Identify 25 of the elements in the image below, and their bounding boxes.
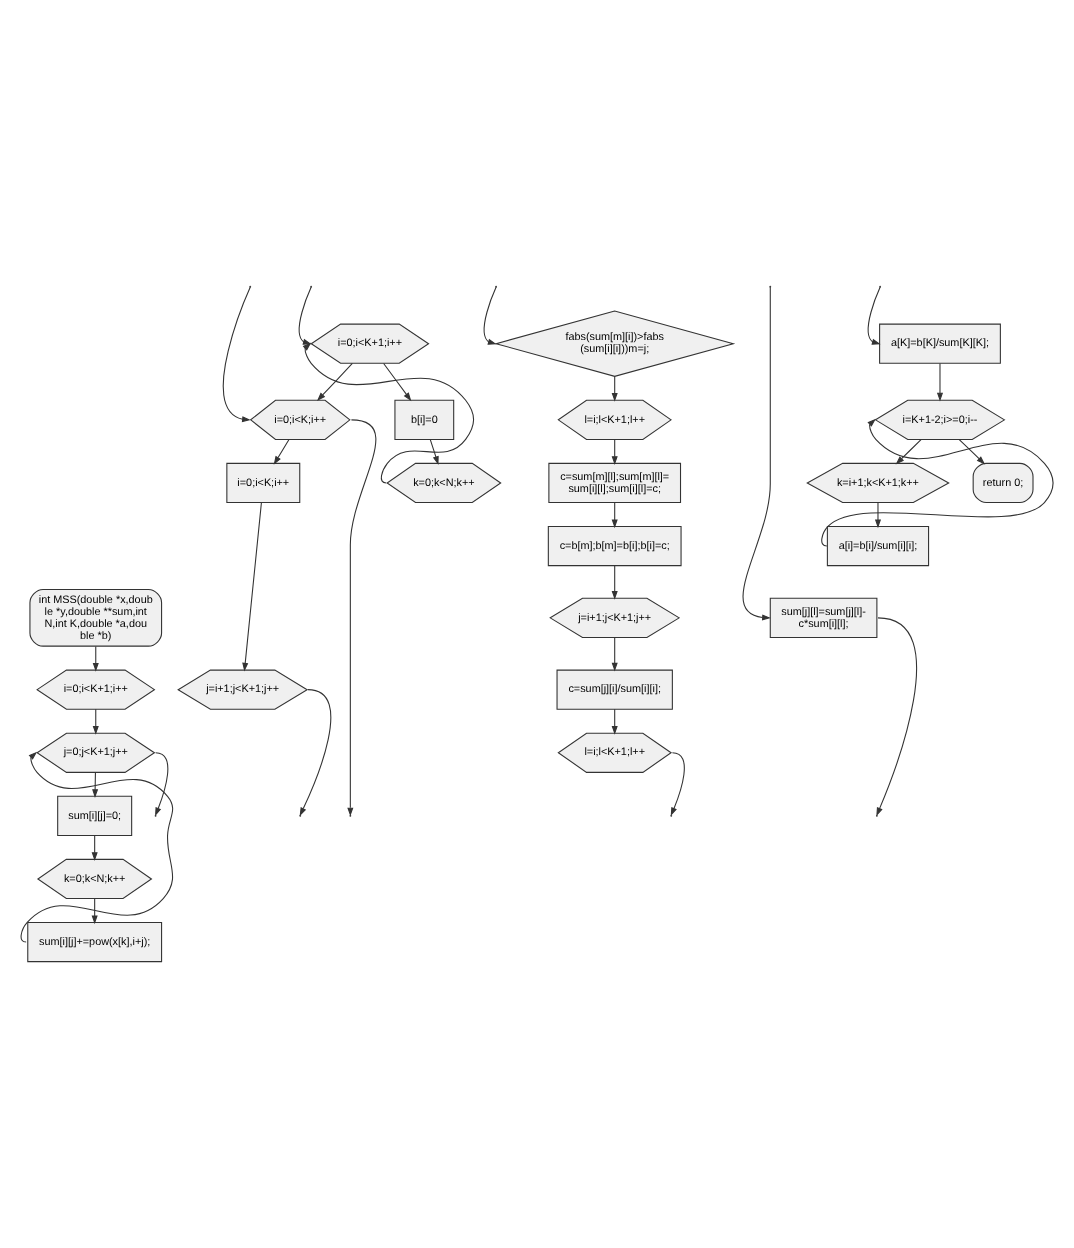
arrow: [821, 418, 1054, 547]
arrow: [429, 439, 439, 465]
arrow: [611, 637, 618, 672]
arrow: [222, 286, 251, 423]
arrow: [298, 286, 312, 351]
arrow: [92, 771, 99, 798]
arrow: [383, 362, 412, 402]
arrow: [242, 502, 262, 672]
arrow: [155, 752, 169, 817]
arrow: [874, 502, 882, 529]
arrow: [958, 439, 986, 465]
arrow: [20, 751, 174, 943]
arrow: [876, 617, 917, 817]
arrow: [347, 419, 377, 817]
arrow: [936, 362, 944, 402]
arrow: [299, 689, 332, 817]
arrow: [92, 645, 99, 672]
arrow: [316, 362, 353, 402]
arrow: [867, 286, 881, 345]
arrow: [742, 286, 771, 621]
arrow: [302, 338, 475, 484]
arrow: [895, 439, 922, 465]
arrow: [483, 286, 497, 345]
arrow: [273, 439, 290, 465]
arrow: [611, 565, 618, 600]
